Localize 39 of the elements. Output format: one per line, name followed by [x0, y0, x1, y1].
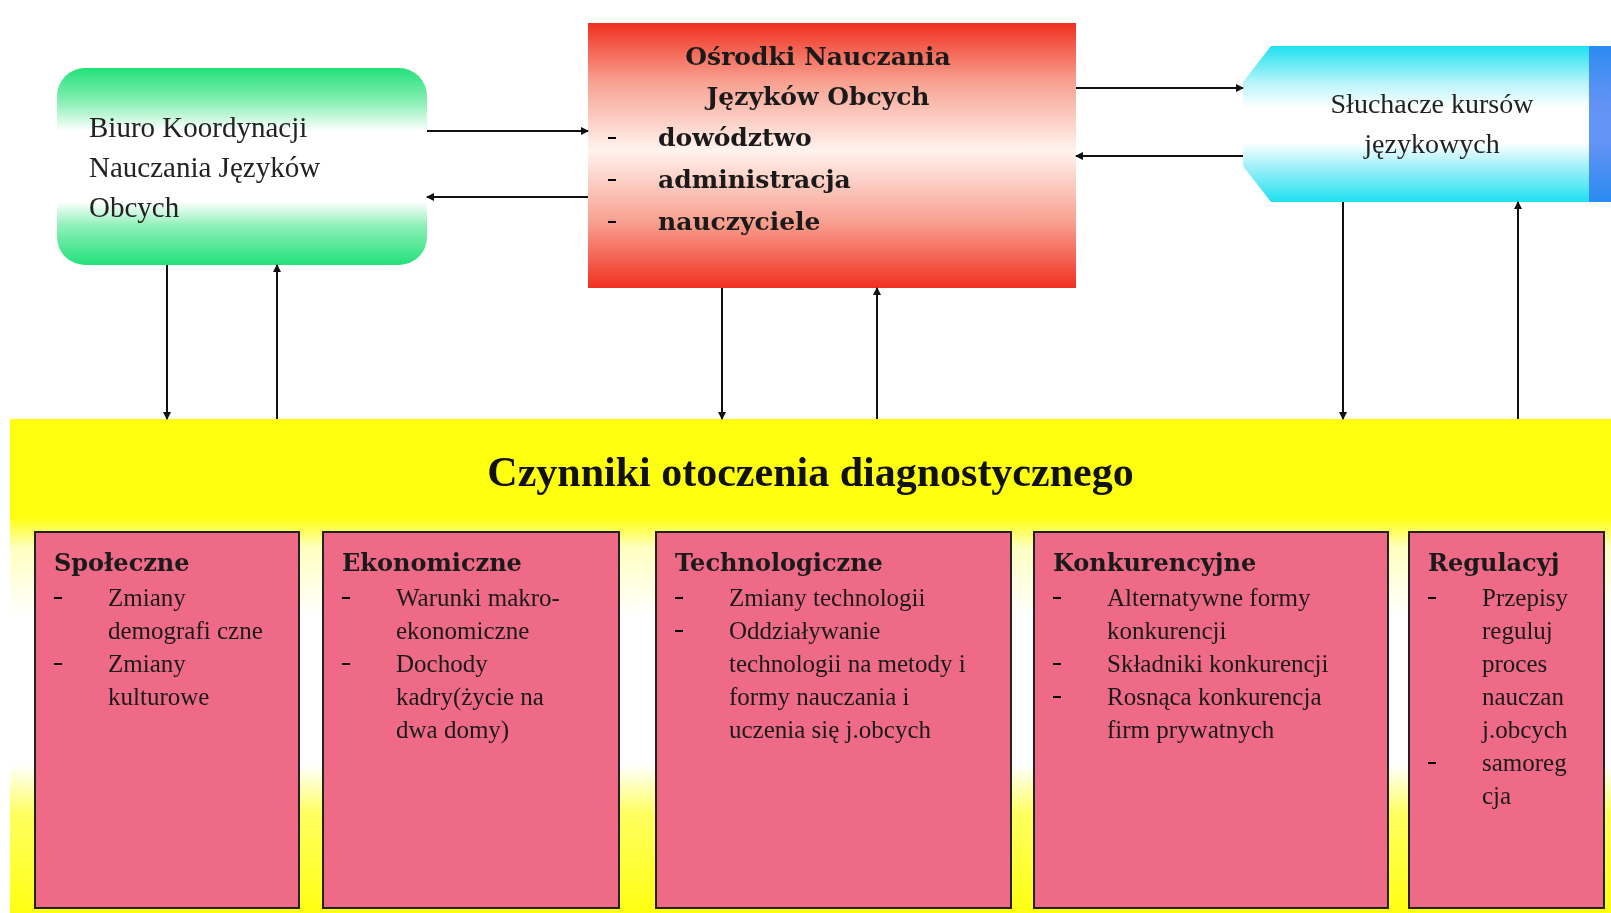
list-item: dowództwo — [658, 122, 812, 154]
factor-band — [10, 419, 1611, 913]
factor-card — [322, 531, 620, 909]
factor-card — [655, 531, 1012, 909]
band-heading: Czynniki otoczenia diagnostycznego — [486, 448, 1135, 497]
arrow — [718, 287, 726, 420]
factor-card — [1408, 531, 1605, 909]
factor-card — [34, 531, 300, 909]
arrow — [163, 264, 171, 420]
arrow — [873, 287, 881, 420]
process-box — [588, 23, 1076, 288]
list-item: Alternatywne formy konkurencji — [1107, 583, 1312, 646]
factor-heading: Konkurencyjne — [1053, 547, 1258, 579]
list-item: Składniki konkurencji — [1107, 649, 1329, 679]
box-label: Biuro Koordynacji Nauczania Języków Obcych — [89, 109, 322, 225]
list-item: Zmiany technologii — [729, 583, 926, 613]
factor-heading: Regulacyj — [1428, 547, 1561, 579]
factor-heading: Ekonomiczne — [342, 547, 523, 579]
factor-heading: Technologiczne — [675, 547, 884, 579]
box-label: Słuchacze kursów językowych — [1329, 87, 1535, 161]
list-item: Zmiany kulturowe — [108, 649, 211, 712]
list-item: Zmiany demografi czne — [108, 583, 264, 646]
list-item: Oddziaływanie technologii na metody i formy nauczania i uczenia się j.obcych — [729, 616, 967, 745]
factor-heading: Społeczne — [54, 547, 191, 579]
arrow — [426, 193, 589, 201]
arrow — [273, 264, 281, 420]
list-item: administracja — [658, 164, 851, 196]
list-item: Rosnąca konkurencja firm prywatnych — [1107, 682, 1323, 745]
arrow — [1514, 201, 1522, 420]
list-item: samoreg cja — [1482, 748, 1568, 811]
list-item: nauczyciele — [658, 206, 821, 238]
rounded-box — [57, 68, 427, 265]
list-item: Warunki makro- ekonomiczne — [396, 583, 561, 646]
factor-card — [1033, 531, 1389, 909]
arrow — [1339, 201, 1347, 420]
arrow — [426, 127, 589, 135]
arrow — [1075, 152, 1244, 160]
list-item: Dochody kadry(życie na dwa domy) — [396, 649, 545, 745]
arrow — [1075, 84, 1244, 92]
